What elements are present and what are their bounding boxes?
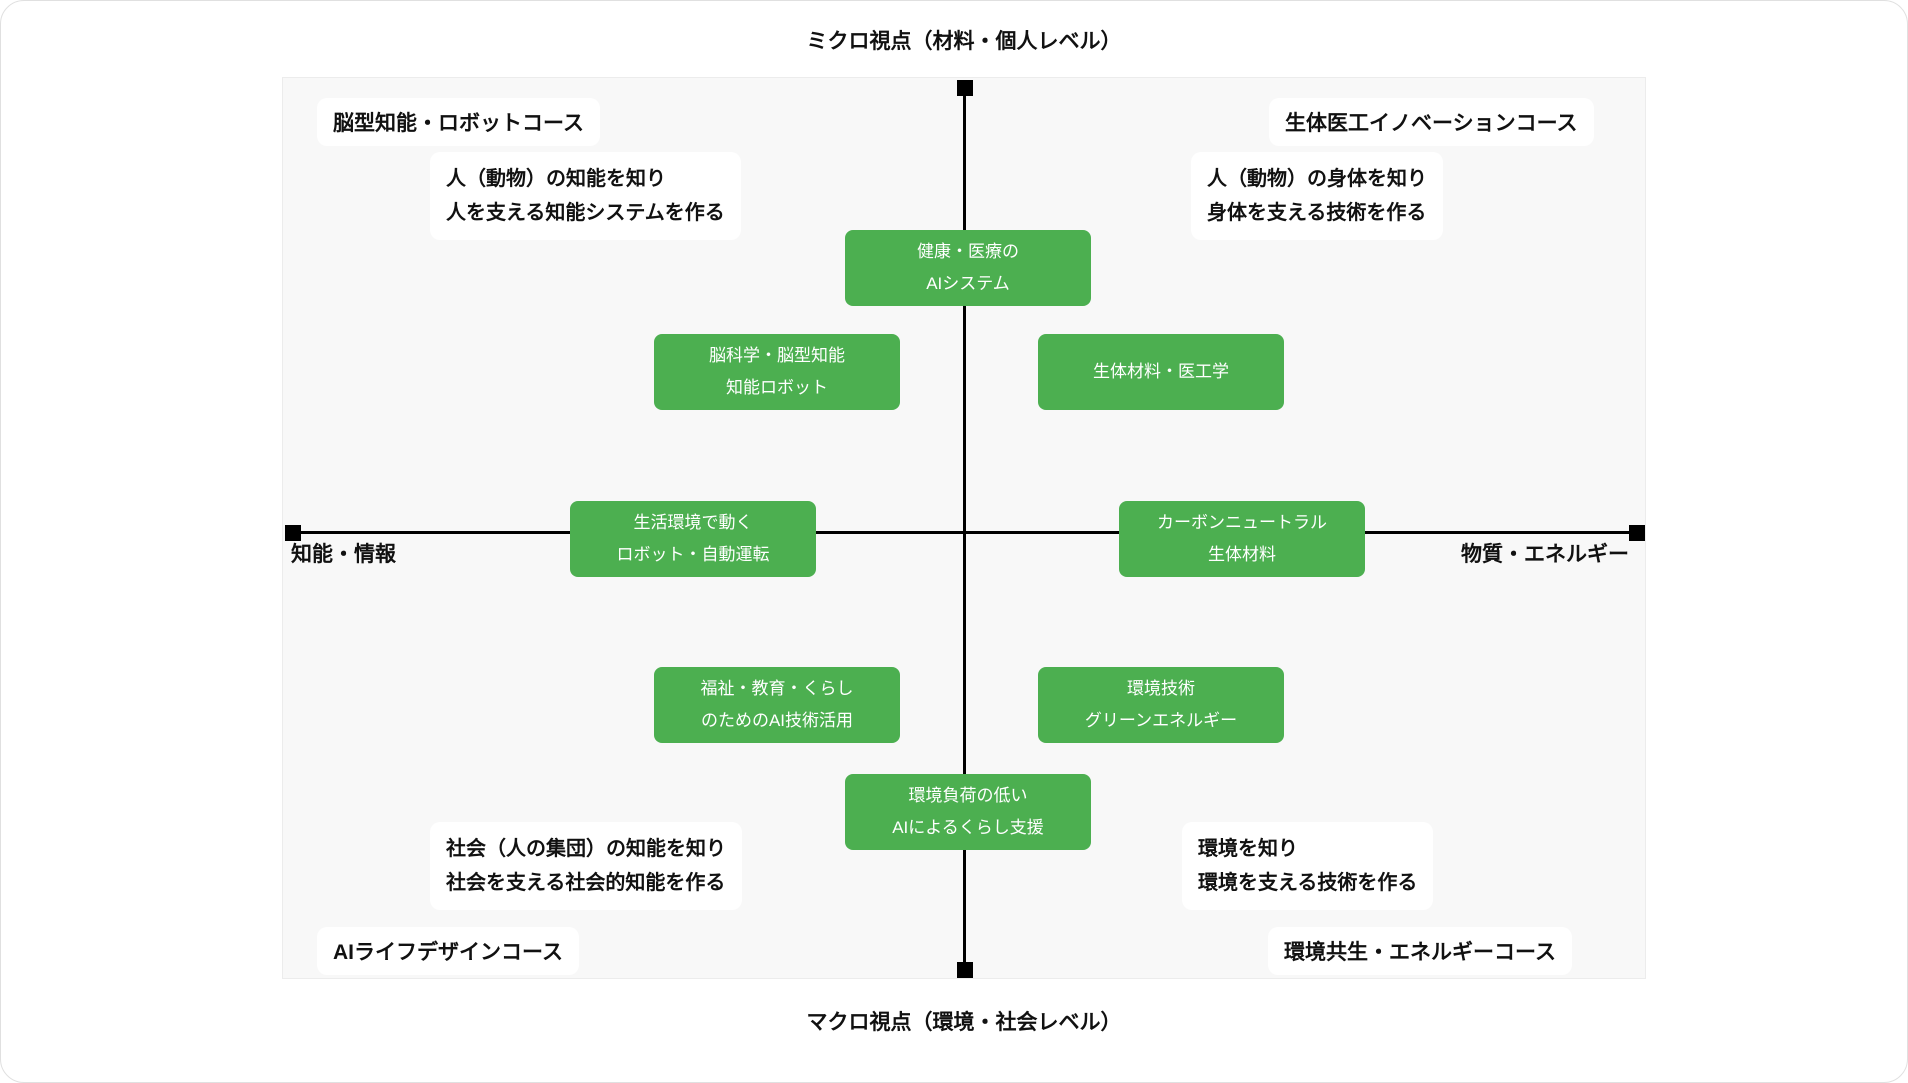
topic-box-carbon-neutral: カーボンニュートラル 生体材料 [1119, 501, 1365, 577]
topic-line: 福祉・教育・くらし [700, 679, 854, 698]
axis-endpoint-bottom [957, 962, 973, 978]
topic-box-life-robot: 生活環境で動く ロボット・自動運転 [570, 501, 816, 577]
topic-line: 生活環境で動く [633, 513, 753, 532]
topic-line: 生体材料・医工学 [1093, 362, 1229, 381]
description-bottom-left: 社会（人の集団）の知能を知り 社会を支える社会的知能を作る [430, 822, 742, 910]
topic-box-low-env-ai: 環境負荷の低い AIによるくらし支援 [845, 774, 1091, 850]
description-line: 環境を支える技術を作る [1198, 872, 1418, 894]
course-label-environment-energy: 環境共生・エネルギーコース [1268, 927, 1572, 975]
description-top-left: 人（動物）の知能を知り 人を支える知能システムを作る [430, 152, 741, 240]
macro-axis-title: マクロ視点（環境・社会レベル） [806, 1011, 1122, 1034]
vertical-axis-line [963, 84, 966, 974]
topic-line: 脳科学・脳型知能 [709, 346, 845, 365]
course-label-biomedical: 生体医工イノベーションコース [1269, 98, 1594, 146]
course-label-ai-life-design: AIライフデザインコース [317, 927, 579, 975]
topic-line: カーボンニュートラル [1157, 513, 1327, 532]
description-line: 人を支える知能システムを作る [446, 202, 725, 224]
topic-box-health-medical-ai: 健康・医療の AIシステム [845, 230, 1091, 306]
description-line: 人（動物）の知能を知り [446, 168, 666, 190]
topic-line: 知能ロボット [726, 378, 828, 397]
description-bottom-right: 環境を知り 環境を支える技術を作る [1182, 822, 1434, 910]
topic-line: 環境負荷の低い [908, 786, 1028, 805]
axis-endpoint-left [285, 525, 301, 541]
topic-line: ロボット・自動運転 [616, 545, 770, 564]
horizontal-axis-line [288, 531, 1642, 534]
topic-box-env-tech: 環境技術 グリーンエネルギー [1038, 667, 1284, 743]
topic-line: のためのAI技術活用 [700, 711, 854, 730]
topic-line: AIによるくらし支援 [892, 818, 1044, 837]
micro-axis-title: ミクロ視点（材料・個人レベル） [806, 30, 1122, 53]
axis-endpoint-top [957, 80, 973, 96]
topic-line: AIシステム [926, 274, 1010, 293]
description-top-right: 人（動物）の身体を知り 身体を支える技術を作る [1191, 152, 1443, 240]
topic-line: 健康・医療の [917, 242, 1019, 261]
topic-line: 生体材料 [1208, 545, 1276, 564]
description-line: 社会を支える社会的知能を作る [446, 872, 726, 894]
axis-endpoint-right [1629, 525, 1645, 541]
description-line: 環境を知り [1198, 838, 1298, 860]
description-line: 身体を支える技術を作る [1207, 202, 1427, 224]
topic-box-welfare-ai: 福祉・教育・くらし のためのAI技術活用 [654, 667, 900, 743]
description-line: 社会（人の集団）の知能を知り [446, 838, 726, 860]
topic-line: グリーンエネルギー [1084, 711, 1238, 730]
topic-line: 環境技術 [1127, 679, 1195, 698]
topic-box-biomaterials: 生体材料・医工学 [1038, 334, 1284, 410]
course-label-brain-robot: 脳型知能・ロボットコース [317, 98, 600, 146]
diagram-panel: 知能・情報 物質・エネルギー 脳型知能・ロボットコース 生体医工イノベーションコ… [282, 77, 1646, 979]
description-line: 人（動物）の身体を知り [1207, 168, 1427, 190]
left-axis-label: 知能・情報 [291, 543, 396, 566]
topic-box-brain-science: 脳科学・脳型知能 知能ロボット [654, 334, 900, 410]
right-axis-label: 物質・エネルギー [1461, 543, 1629, 566]
